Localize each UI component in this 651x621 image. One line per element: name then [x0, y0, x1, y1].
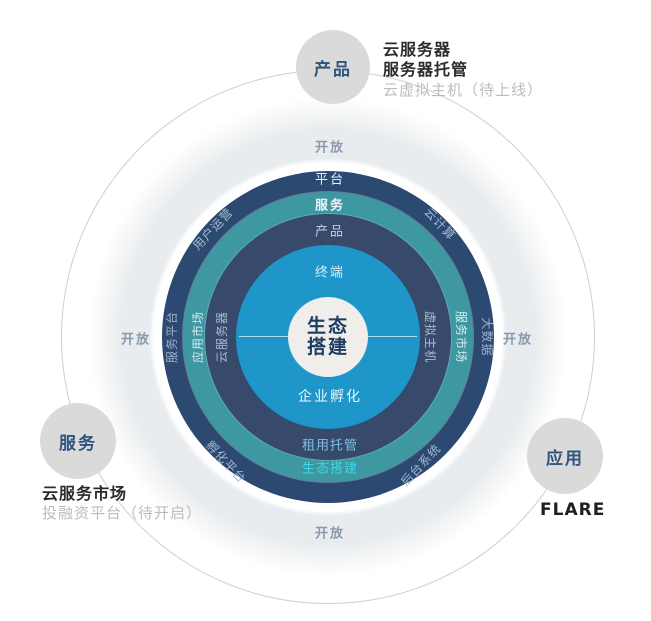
satellite-product-label: 产品 [314, 59, 352, 80]
satellite-application: 应用 [527, 418, 603, 494]
label-big-data: 大数据 [480, 317, 494, 357]
satellite-application-label: 应用 [546, 448, 584, 469]
label-virtual-host: 虚拟主机 [423, 310, 437, 364]
satellite-service-label: 服务 [59, 433, 97, 454]
label-service-ring: 服务 [314, 198, 346, 214]
label-product-ring: 产品 [314, 224, 346, 240]
label-open-left: 开放 [120, 332, 152, 348]
label-rent-hosting: 租用托管 [301, 438, 359, 454]
label-app-market: 应用市场 [191, 310, 205, 364]
application-note-flare: FLARE [540, 500, 606, 520]
product-note-cloud-server: 云服务器 [383, 40, 452, 59]
label-cloud-server-ring: 云服务器 [215, 310, 229, 364]
center-core: 生态 搭建 [288, 297, 368, 377]
label-terminal: 终端 [314, 265, 346, 281]
label-platform-ring: 平台 [314, 172, 346, 188]
label-service-platform: 服务平台 [165, 310, 179, 364]
center-label-line1: 生态 [306, 315, 349, 337]
service-note-investment-pending: 投融资平台（待开启） [42, 504, 203, 522]
center-label-line2: 搭建 [306, 336, 349, 358]
label-open-top: 开放 [314, 140, 346, 156]
label-open-right: 开放 [502, 332, 534, 348]
label-ecosystem-build-ring: 生态搭建 [301, 461, 359, 477]
satellite-service: 服务 [40, 403, 116, 479]
product-note-server-hosting: 服务器托管 [383, 60, 469, 79]
label-service-market: 服务市场 [454, 310, 468, 364]
label-enterprise-incubation: 企业孵化 [298, 389, 362, 405]
product-note-cloud-vhost-pending: 云虚拟主机（待上线） [383, 81, 544, 99]
service-note-cloud-market: 云服务市场 [42, 484, 128, 503]
satellite-product: 产品 [296, 30, 370, 104]
label-open-bottom: 开放 [314, 526, 346, 542]
